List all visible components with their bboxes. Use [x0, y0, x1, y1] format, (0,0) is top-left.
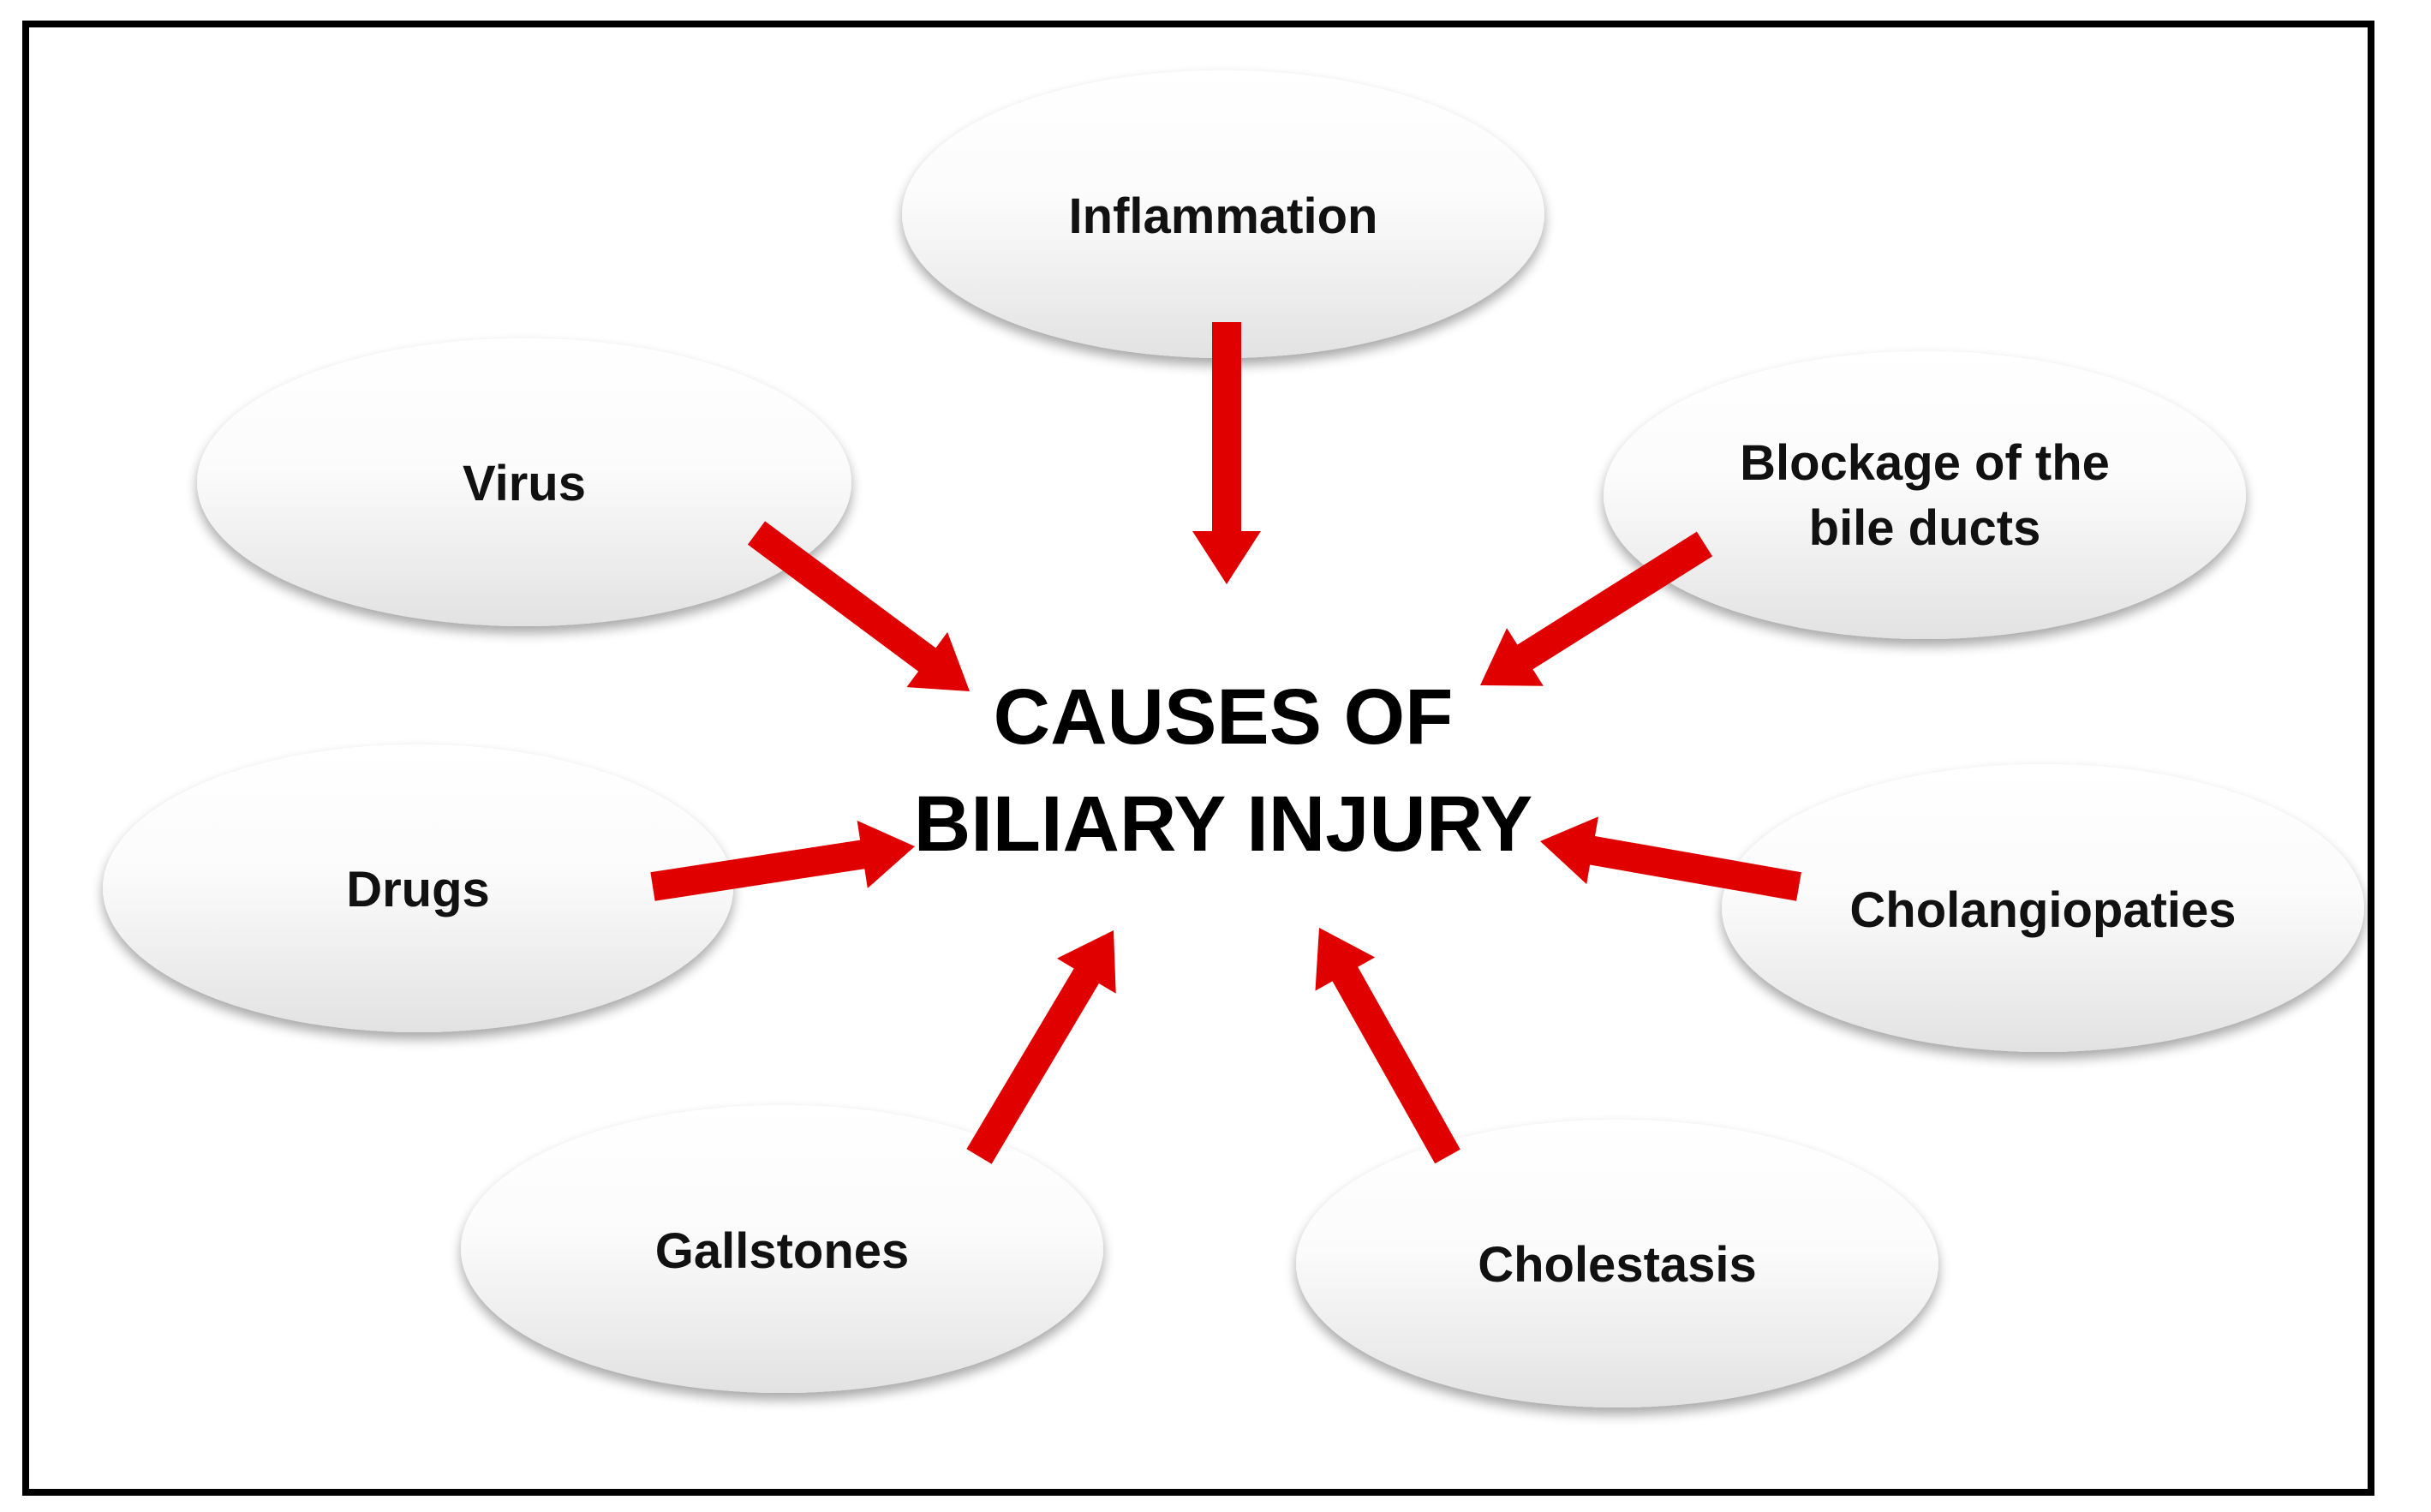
- cause-node-inflammation: Inflammation: [902, 70, 1544, 358]
- cause-node-drugs: Drugs: [103, 744, 733, 1032]
- cause-node-gallstones: Gallstones: [461, 1105, 1103, 1393]
- arrow-from-gallstones: [966, 930, 1116, 1164]
- cause-node-virus: Virus: [197, 338, 851, 626]
- arrow-from-cholangiopaties: [1540, 816, 1801, 901]
- arrow-from-inflammation: [1192, 322, 1261, 584]
- cause-label-virus: Virus: [463, 456, 586, 511]
- arrow-from-virus: [747, 521, 970, 691]
- cause-node-cholangiopaties: Cholangiopaties: [1722, 764, 2364, 1052]
- cause-label-inflammation: Inflammation: [1069, 188, 1378, 244]
- cause-label-blockage-line2: bile ducts: [1809, 500, 2041, 556]
- arrow-from-cholestasis: [1315, 928, 1460, 1164]
- center-title-line1: CAUSES OF: [994, 673, 1454, 761]
- cause-label-gallstones: Gallstones: [655, 1223, 910, 1279]
- arrow-from-blockage: [1480, 531, 1713, 686]
- arrow-from-drugs: [650, 820, 915, 901]
- cause-label-cholangiopaties: Cholangiopaties: [1849, 882, 2236, 938]
- center-title-line2: BILIARY INJURY: [914, 780, 1532, 868]
- cause-node-blockage: Blockage of the bile ducts: [1604, 351, 2246, 639]
- cause-label-cholestasis: Cholestasis: [1478, 1237, 1757, 1293]
- cause-label-drugs: Drugs: [346, 862, 490, 917]
- cause-node-cholestasis: Cholestasis: [1296, 1120, 1938, 1407]
- cause-label-blockage-line1: Blockage of the: [1740, 435, 2110, 491]
- arrow-group: [650, 322, 1801, 1164]
